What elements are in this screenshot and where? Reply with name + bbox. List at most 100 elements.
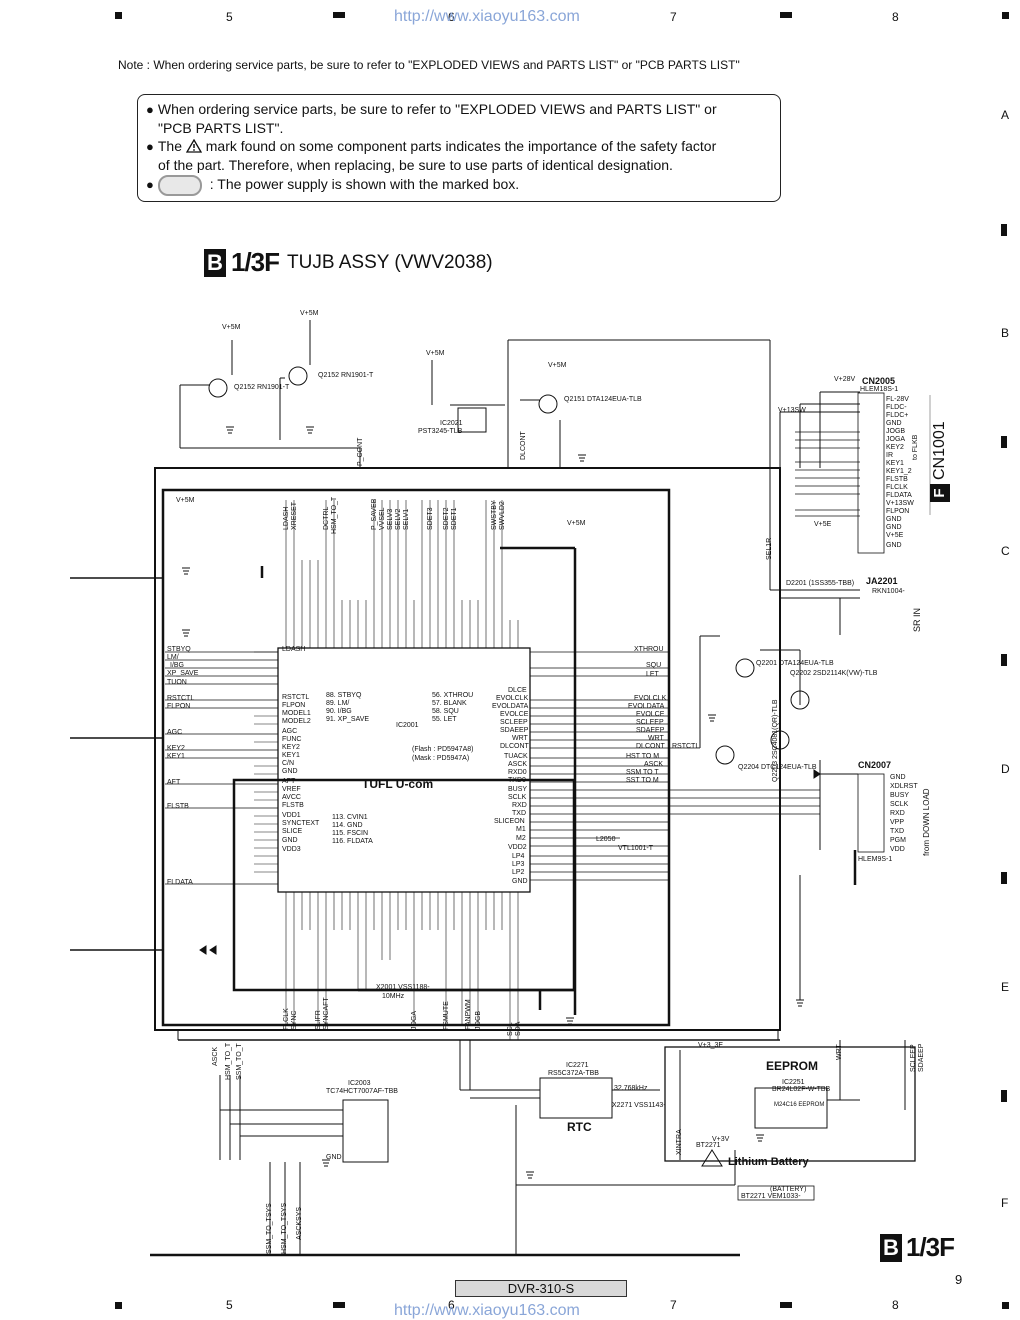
signal-ibg: I/BG xyxy=(170,662,185,669)
ic-pin-txd: TXD xyxy=(512,810,526,817)
signal-rstctl-right: RSTCTL xyxy=(672,743,700,750)
bottom-signal-wrt: WRT xyxy=(836,1044,843,1060)
cn2005-pin-11: FLSTB xyxy=(886,476,908,483)
ic-pin-gnd2: GND xyxy=(282,837,298,844)
ic-pin-vdd3: VDD3 xyxy=(282,846,301,853)
corner-badge-letter: B xyxy=(880,1233,902,1262)
row-letter-b: B xyxy=(1001,326,1010,340)
model-number: DVR-310-S xyxy=(455,1280,627,1297)
bottom-signal-sdaeep: SDAEEP xyxy=(918,1043,925,1072)
supply-v5m-5: V+5M xyxy=(176,497,195,504)
pin-note-57: 57. BLANK xyxy=(432,700,467,707)
q2201-label: Q2201 DTA124EUA-TLB xyxy=(756,660,834,667)
grid-mark xyxy=(1001,224,1007,236)
signal-key1: KEY1 xyxy=(167,753,185,760)
warning-triangle-icon xyxy=(185,139,202,153)
top-signal-dctrl: DCTRL xyxy=(323,506,330,530)
supply-v5e: V+5E xyxy=(814,521,832,528)
top-signal-dlcont: DLCONT xyxy=(520,431,527,460)
signal-sst-to-m: SST TO M xyxy=(626,777,659,784)
bottom-signal-hsm-to-t: HSM_TO_T xyxy=(225,1042,232,1080)
ic-pin-evolce: EVOLCE xyxy=(500,711,529,718)
signal-flstb: FLSTB xyxy=(167,803,189,810)
bottom-signal-jogb: JOGB xyxy=(475,1010,482,1030)
header-url-link[interactable]: http://www.xiaoyu163.com xyxy=(394,8,580,25)
cn2007-pin-6: VPP xyxy=(890,819,905,826)
supply-v33e: V+3_3E xyxy=(698,1042,724,1049)
signal-scleep: SCLEEP xyxy=(636,719,664,726)
top-signal-vvsel: VVSEL xyxy=(379,507,386,530)
assembly-title: B 1/3F TUJB ASSY (VWV2038) xyxy=(204,247,493,278)
ic-pin-agc: AGC xyxy=(282,728,298,735)
row-letter-f: F xyxy=(1001,1196,1009,1210)
ic2001-flash: (Flash : PD5947A8) xyxy=(412,746,474,753)
ic-pin-flpon: FLPON xyxy=(282,702,306,709)
supply-v28v: V+28V xyxy=(834,376,856,383)
signal-evoldata: EVOLDATA xyxy=(628,703,665,710)
ic-pin-gnd: GND xyxy=(282,768,298,775)
notes-line-2: ●The mark found on some component parts … xyxy=(146,138,717,154)
signal-xthrou: XTHROU xyxy=(634,646,664,653)
ic-pin-rxd0: RXD0 xyxy=(508,769,527,776)
cn2007-part: HLEM9S-1 xyxy=(858,856,893,863)
ic-pin-lp3: LP3 xyxy=(512,861,525,868)
top-signal-selv3: SELV3 xyxy=(387,508,394,530)
bottom-signal-scl: SCL xyxy=(507,1022,514,1036)
signal-dlcont: DLCONT xyxy=(636,743,665,750)
bottom-signal-asck: ASCK xyxy=(212,1046,219,1066)
pin-note-90: 90. I/BG xyxy=(326,708,352,715)
cn2005-pin-15: FLPON xyxy=(886,508,910,515)
bottom-signal-ssm-to-t: SSM_TO_T xyxy=(236,1043,243,1080)
vtl-label: VTL1001-T xyxy=(618,845,654,852)
top-signal-selv1: SELV1 xyxy=(403,508,410,530)
ic-pin-vref: VREF xyxy=(282,786,301,793)
row-letter-e: E xyxy=(1001,980,1010,994)
cn2005-pin-19: GND xyxy=(886,542,902,549)
signal-squ: SQU xyxy=(646,662,662,669)
ic-pin-rstctl: RSTCTL xyxy=(282,694,310,701)
ic2003-part: TC74HCT7007AF-TBB xyxy=(326,1088,398,1095)
power-supply-box-icon xyxy=(157,175,202,196)
pin-note-89: 89. LM/ xyxy=(326,700,350,707)
ic-pin-txd0: TXD0 xyxy=(508,777,526,784)
top-signal-hsm-to-t: HSM_TO_T xyxy=(331,496,338,534)
grid-mark xyxy=(333,12,345,18)
cn2007-pin-8: PGM xyxy=(890,837,906,844)
pin-note-58: 58. SQU xyxy=(432,708,459,715)
ic-pin-ldash: LDASH xyxy=(282,646,306,653)
cn2005-pin-6: JOGA xyxy=(886,436,906,443)
ucom-label: TUFL U-com xyxy=(362,777,434,791)
from-download-label: from DOWN LOAD xyxy=(922,788,931,856)
cn2007-pin-5: RXD xyxy=(890,810,905,817)
grid-mark xyxy=(115,1302,122,1309)
cn2007-pin-2: XDLRST xyxy=(890,783,918,790)
q2202-label: Q2202 2SD2114K(VW)-TLB xyxy=(790,670,878,677)
battery-part: BT2271 VEM1033- xyxy=(741,1193,801,1200)
ic-pin-flstb: FLSTB xyxy=(282,802,304,809)
cn2005-pin-13: FLDATA xyxy=(886,492,912,499)
col-number-7: 7 xyxy=(670,10,677,24)
footer-url-link[interactable]: http://www.xiaoyu163.com xyxy=(394,1302,580,1319)
top-signal-sdet3: SDET3 xyxy=(427,507,434,530)
signal-xp-save: XP_SAVE xyxy=(167,670,199,677)
cn2005-pin-3: FLDC+ xyxy=(886,412,909,419)
supply-gnd: GND xyxy=(326,1154,342,1161)
ic-pin-key2: KEY2 xyxy=(282,744,300,751)
cn2005-pin-18: V+5E xyxy=(886,532,904,539)
ic-pin-lp4: LP4 xyxy=(512,853,525,860)
ic-pin-m1: M1 xyxy=(516,826,526,833)
x2001-frequency: 10MHz xyxy=(382,993,405,1000)
signal-lm: LM/ xyxy=(167,654,179,661)
ic-pin-sliceon: SLICEON xyxy=(494,818,525,825)
bottom-signal-ssm-to-tsys: SSM_TO_TSYS xyxy=(266,1203,273,1254)
ic-pin-tuack: TUACK xyxy=(504,753,528,760)
cn2005-pin-10: KEY1_2 xyxy=(886,468,912,475)
signal-let: LET xyxy=(646,671,659,678)
ic2271-label: IC2271 xyxy=(566,1062,589,1069)
bottom-signal-xintra: XINTRA xyxy=(676,1129,683,1155)
grid-mark xyxy=(1001,1090,1007,1102)
assembly-name: TUJB ASSY (VWV2038) xyxy=(287,251,493,273)
col-number-5-bottom: 5 xyxy=(226,1298,233,1312)
ic-pin-slice: SLICE xyxy=(282,828,303,835)
